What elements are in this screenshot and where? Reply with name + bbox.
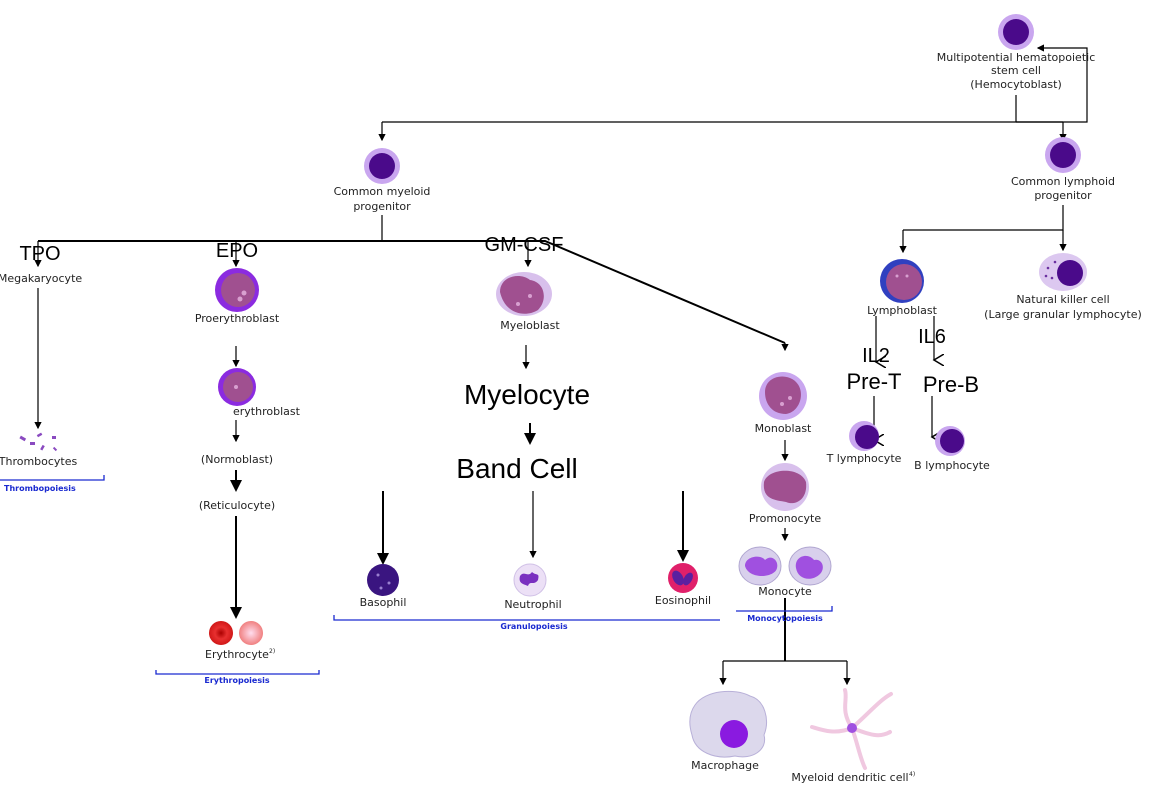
proerythroblast-cell-icon: [215, 268, 259, 312]
hsc-cell-icon: [998, 14, 1034, 50]
clp-label: Common lymphoid: [1011, 175, 1115, 188]
erythropoiesis-bracket: [155, 670, 320, 675]
nk-label: Natural killer cell: [1016, 293, 1109, 306]
erythroblast-cell-icon: [218, 368, 256, 406]
hsc-label: Multipotential hematopoietic: [937, 51, 1096, 64]
cmp-label: Common myeloid: [334, 185, 431, 198]
b-lymphocyte-cell-icon: [935, 426, 965, 456]
clp-label: progenitor: [1034, 189, 1092, 202]
pre-t-label: Pre-T: [847, 369, 902, 394]
macrophage-label: Macrophage: [691, 759, 759, 772]
monoblast-label: Monoblast: [755, 422, 812, 435]
lymphoblast-cell-icon: [880, 259, 924, 303]
thrombopoiesis-label: Thrombopoiesis: [4, 484, 76, 493]
neutrophil-label: Neutrophil: [504, 598, 561, 611]
monocyte-cell-icon: [738, 546, 832, 586]
lymphoblast-label: Lymphoblast: [867, 304, 938, 317]
erythroblast-label: erythroblast: [233, 405, 301, 418]
t-lymphocyte-label: T lymphocyte: [826, 452, 902, 465]
dendritic-label: Myeloid dendritic cell: [791, 771, 908, 784]
cmp-label: progenitor: [353, 200, 411, 213]
dendritic-footnote: 4): [909, 771, 915, 778]
myeloblast-label: Myeloblast: [500, 319, 560, 332]
myeloblast-cell-icon: [496, 272, 552, 316]
factor-gmcsf: GM-CSF: [485, 234, 564, 256]
thrombopoiesis-bracket: [0, 475, 105, 481]
band-cell-label: Band Cell: [456, 453, 577, 484]
megakaryocyte-label: Megakaryocyte: [0, 272, 82, 285]
pre-b-label: Pre-B: [923, 372, 979, 397]
erythrocyte-icon: [209, 621, 263, 645]
basophil-cell-icon: [367, 564, 399, 596]
eosinophil-cell-icon: [668, 563, 698, 593]
monocyte-label: Monocyte: [758, 585, 812, 598]
neutrophil-cell-icon: [513, 563, 547, 597]
dendritic-cell-icon: [810, 688, 893, 770]
erythropoiesis-label: Erythropoiesis: [204, 676, 269, 685]
clp-cell-icon: [1045, 137, 1081, 173]
normoblast-label: (Normoblast): [201, 453, 273, 466]
basophil-label: Basophil: [360, 596, 407, 609]
nk-label: (Large granular lymphocyte): [984, 308, 1142, 321]
connectors: [34, 44, 1088, 686]
hsc-label: (Hemocytoblast): [970, 78, 1062, 91]
eosinophil-label: Eosinophil: [655, 594, 711, 607]
promonocyte-cell-icon: [761, 463, 809, 511]
monocytopoiesis-label: Monocytopoiesis: [747, 614, 823, 623]
nk-cell-icon: [1039, 253, 1087, 291]
factor-il2: IL2: [862, 345, 890, 367]
factor-epo: EPO: [216, 240, 258, 262]
factor-tpo: TPO: [19, 243, 60, 265]
macrophage-cell-icon: [689, 690, 767, 758]
granulopoiesis-label: Granulopoiesis: [500, 622, 567, 631]
thrombocytes-label: Thrombocytes: [0, 455, 78, 468]
hsc-label: stem cell: [991, 64, 1041, 77]
b-lymphocyte-label: B lymphocyte: [914, 459, 990, 472]
monocytopoiesis-bracket: [736, 606, 833, 612]
proerythroblast-label: Proerythroblast: [195, 312, 280, 325]
cmp-cell-icon: [364, 148, 400, 184]
myelocyte-label: Myelocyte: [464, 379, 590, 410]
granulopoiesis-bracket: [333, 615, 720, 621]
factor-il6: IL6: [918, 326, 946, 348]
promonocyte-label: Promonocyte: [749, 512, 821, 525]
thrombocytes-icon: [19, 432, 58, 452]
t-lymphocyte-cell-icon: [849, 421, 879, 451]
monoblast-cell-icon: [759, 372, 807, 420]
erythrocyte-footnote: 2): [269, 648, 275, 655]
erythrocyte-label: Erythrocyte: [205, 648, 269, 661]
reticulocyte-label: (Reticulocyte): [199, 499, 275, 512]
